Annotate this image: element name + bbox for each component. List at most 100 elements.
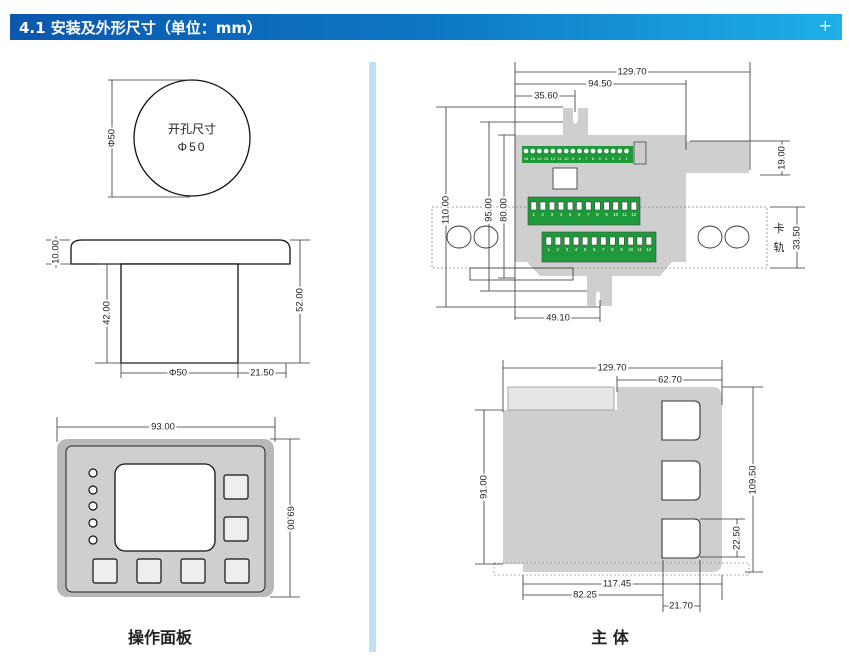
terminal-slot-label: 4 (560, 212, 563, 217)
terminal-slot-label: 10 (628, 247, 634, 252)
front-sq-h-dim: 22.50 (732, 526, 743, 550)
terminal-slot-label: 11 (637, 247, 642, 252)
terminal-slot (603, 201, 610, 211)
terminal-slot-label: 6 (578, 212, 581, 217)
led-indicator (88, 518, 98, 528)
terminal-pin (550, 148, 556, 154)
terminal-slot-label: 8 (596, 212, 599, 217)
cutout-dim: Φ50 (107, 129, 118, 147)
terminal-slot-label: 12 (631, 212, 637, 217)
terminal-slot-label: 3 (551, 212, 554, 217)
top-ext-h-dim: 19.00 (777, 146, 788, 170)
terminal-slot-label: 10 (613, 212, 619, 217)
rail-label-2: 轨 (774, 240, 785, 254)
front-117-dim: 117.45 (603, 579, 631, 590)
front-82-dim: 82.25 (573, 590, 597, 601)
cutout-diameter: Φ50 (178, 140, 207, 154)
expand-plus-icon[interactable]: + (818, 16, 832, 35)
front-w-right-dim: 62.70 (658, 375, 682, 386)
terminal-slot-label: 4 (575, 247, 578, 252)
terminal-pin (617, 148, 623, 154)
total-height-dim: 52.00 (295, 288, 306, 312)
terminal-slot-label: 5 (569, 212, 572, 217)
terminal-slot (582, 236, 589, 246)
terminal-slot (539, 201, 546, 211)
terminal-pin-label: 10 (564, 156, 569, 161)
terminal-pin (590, 148, 596, 154)
front-w-total-dim: 129.70 (597, 363, 626, 374)
terminal-slot-label: 2 (557, 247, 560, 252)
panel-key (223, 516, 249, 542)
terminal-pin (597, 148, 602, 154)
terminal-pin (624, 148, 629, 154)
section-header: 4.1 安装及外形尺寸（单位：mm） + (10, 14, 842, 40)
terminal-slot (594, 201, 601, 211)
terminal-pin-label: 6 (592, 156, 595, 161)
terminal-slot-label: 7 (602, 247, 605, 252)
terminal-pin (557, 148, 562, 154)
panel-key (92, 558, 118, 584)
terminal-pin-label: 4 (605, 156, 608, 161)
terminal-slot-label: 1 (547, 247, 550, 252)
terminal-pin-label: 16 (530, 156, 535, 161)
terminal-slot-label: 11 (622, 212, 627, 217)
terminal-pin-label: 3 (612, 156, 615, 161)
led-indicator (88, 501, 98, 511)
terminal-slot (609, 236, 616, 246)
terminal-pin (537, 148, 542, 154)
top-w-total-dim: 129.70 (617, 67, 646, 78)
terminal-slot (548, 201, 555, 211)
overhang-dim: 21.50 (250, 368, 274, 379)
terminal-pin-label: 14 (537, 156, 542, 161)
led-indicator (88, 535, 98, 545)
terminal-slot (567, 201, 574, 211)
section-title: 4.1 安装及外形尺寸（单位：mm） (19, 19, 263, 37)
terminal-slot-label: 5 (584, 247, 587, 252)
terminal-slot-label: 9 (605, 212, 608, 217)
terminal-slot (627, 236, 634, 246)
panel-caption: 操作面板 (128, 628, 193, 647)
terminal-slot (545, 236, 552, 246)
top-h-total-dim: 110.00 (441, 196, 452, 224)
terminal-slot (576, 201, 583, 211)
led-indicator (88, 468, 98, 478)
terminal-slot (585, 201, 592, 211)
cutout-label: 开孔尺寸 (168, 122, 216, 136)
rail-label-1: 卡 (774, 222, 785, 235)
panel-height-dim: 69.00 (284, 506, 295, 530)
terminal-pin-label: 8 (578, 156, 581, 161)
terminal-slot (618, 236, 625, 246)
terminal-slot (530, 201, 537, 211)
terminal-slot (558, 201, 565, 211)
terminal-slot (554, 236, 561, 246)
main-body-caption: 主 体 (591, 628, 630, 647)
terminal-slot-label: 3 (566, 247, 569, 252)
terminal-slot (621, 201, 628, 211)
terminal-pin (523, 148, 529, 154)
panel-key (224, 558, 250, 584)
terminal-slot-label: 8 (611, 247, 614, 252)
top-h-mid-dim: 95.00 (484, 198, 495, 222)
terminal-pin (604, 148, 609, 154)
terminal-slot-label: 2 (542, 212, 545, 217)
panel-key (180, 558, 206, 584)
terminal-pin (543, 148, 549, 154)
top-w-tab-dim: 35.60 (534, 91, 558, 102)
terminal-slot (636, 236, 643, 246)
main-body-front-drawing: 129.70 62.70 91.00 109.50 22.50 117.45 8… (475, 360, 763, 647)
top-w-body-dim: 94.50 (588, 79, 612, 90)
column-divider (369, 62, 376, 652)
terminal-slot (612, 201, 619, 211)
cap-height-dim: 10.00 (51, 240, 62, 264)
front-h-left-dim: 91.00 (479, 475, 490, 499)
terminal-slot (591, 236, 598, 246)
terminal-slot (573, 236, 580, 246)
terminal-block-12a (527, 196, 641, 226)
cutout-drawing: 开孔尺寸 Φ50 Φ50 (105, 79, 251, 198)
terminal-slot-label: 12 (646, 247, 652, 252)
terminal-slot (563, 236, 570, 246)
terminal-pin-label: 2 (619, 156, 622, 161)
operation-panel-drawing: 93.00 69.00 操作面板 (56, 417, 300, 647)
rail-h-dim: 33.50 (792, 226, 803, 250)
